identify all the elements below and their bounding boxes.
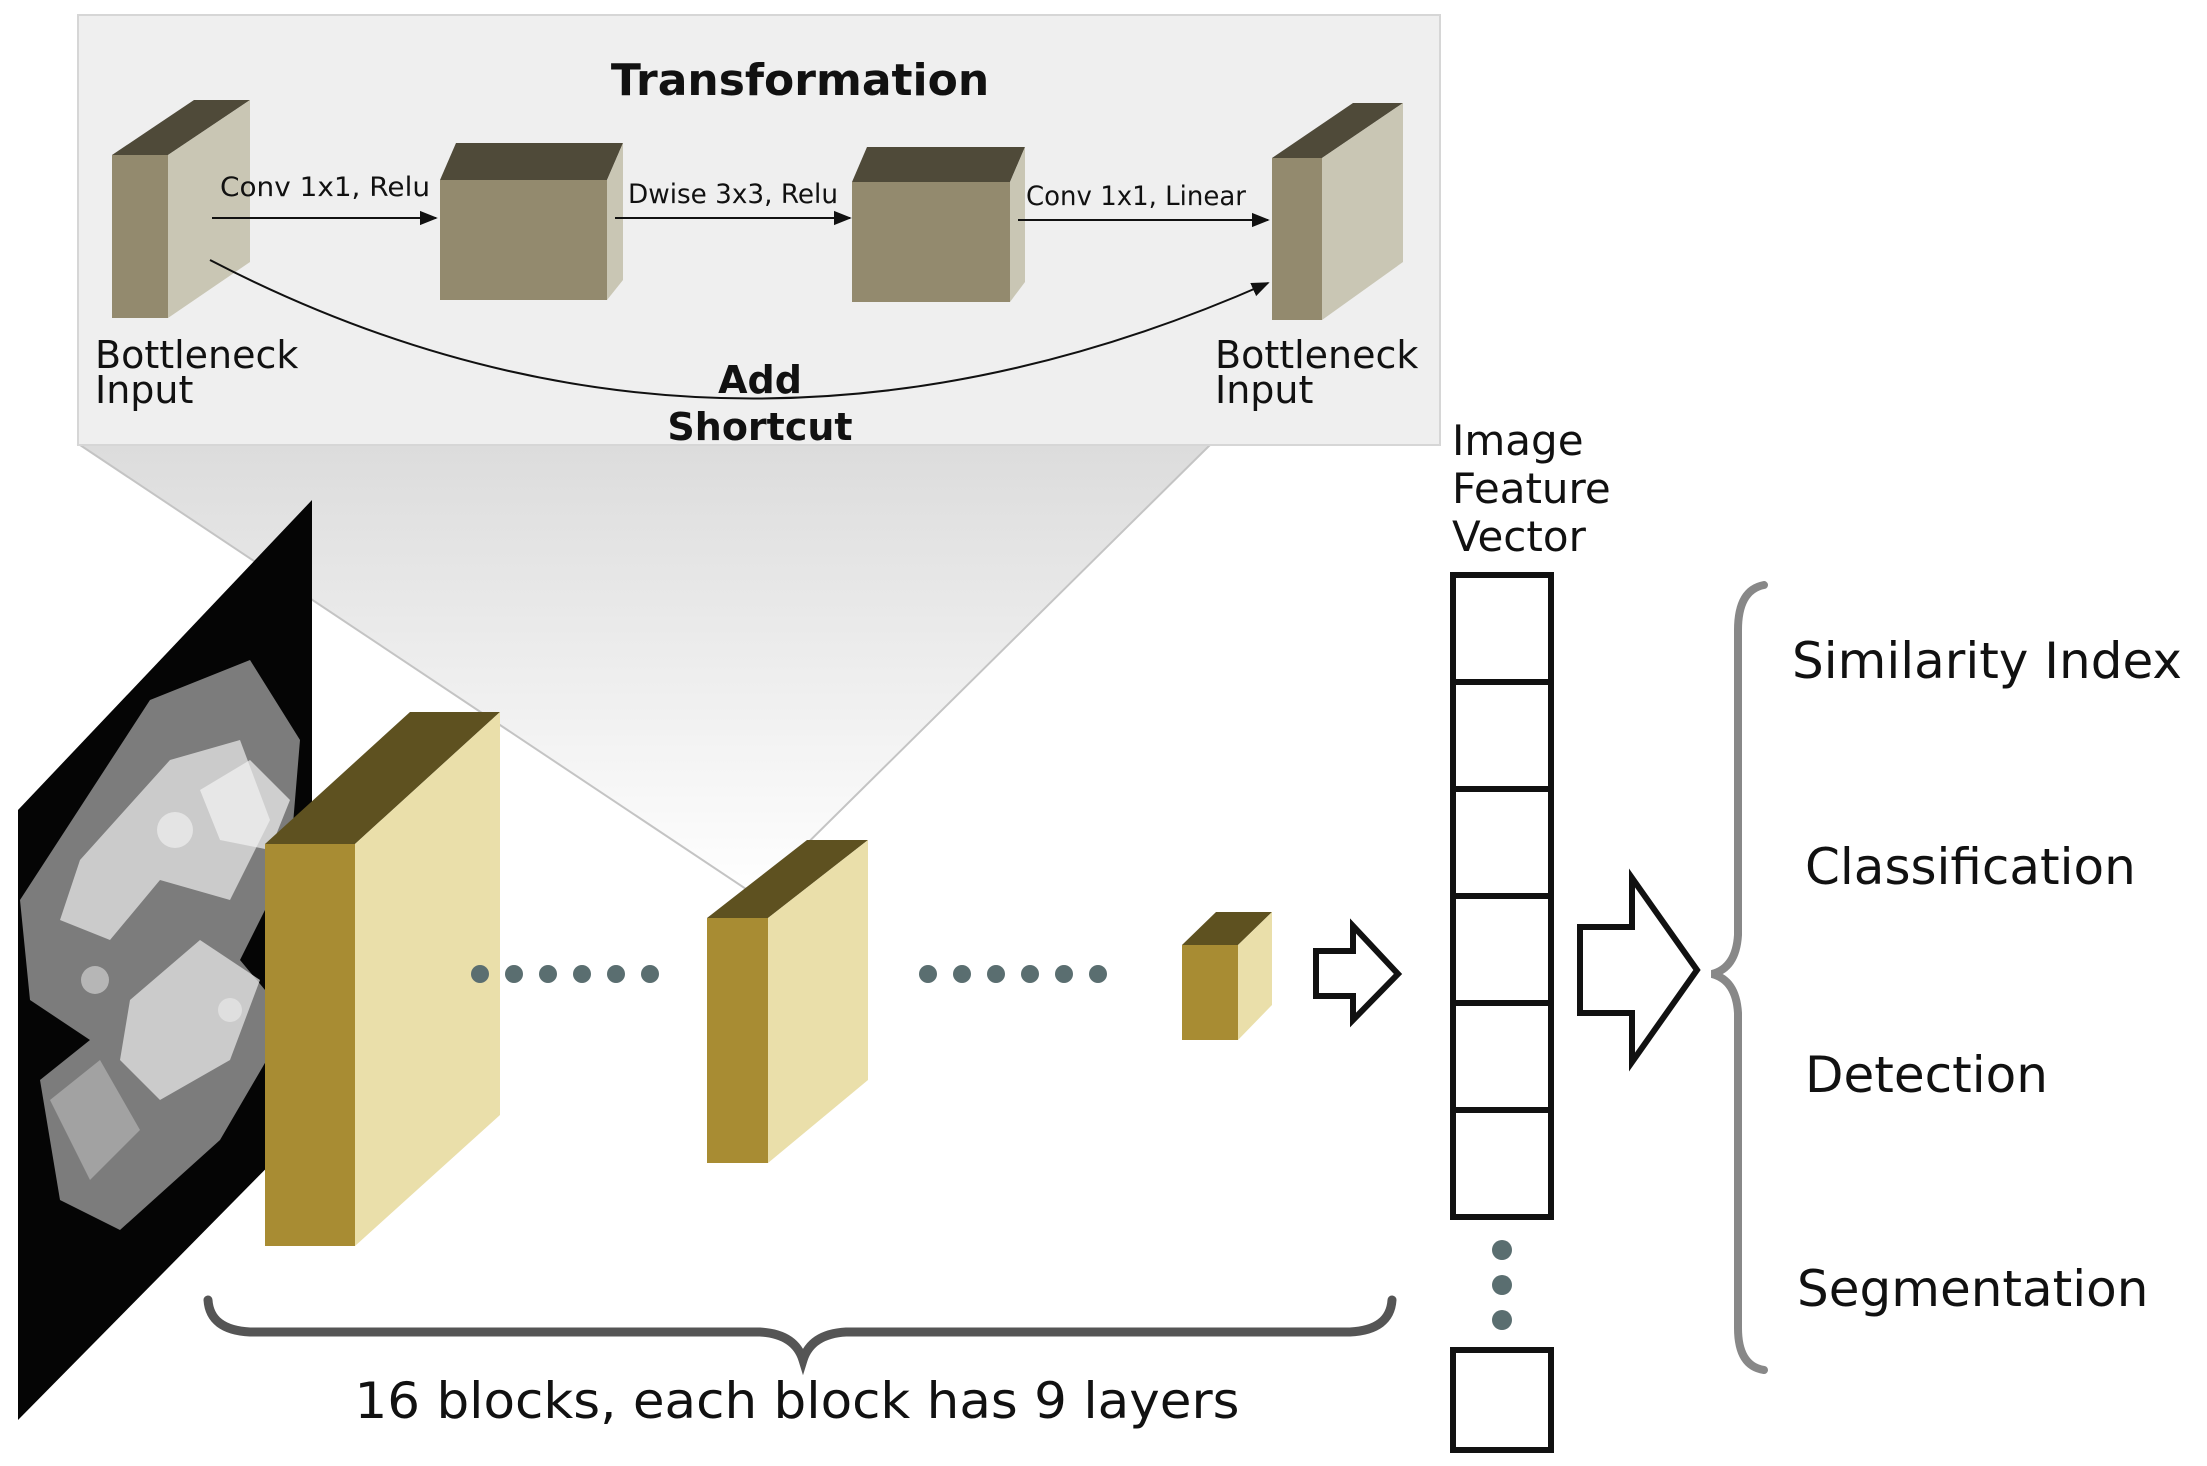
input-right-label-line1: Bottleneck (1215, 333, 1418, 377)
network-last-block (1182, 912, 1272, 1040)
task-segmentation: Segmentation (1797, 1260, 2148, 1318)
dwise-relu-output-block (852, 147, 1025, 302)
feature-vector-label-line3: Vector (1452, 512, 1587, 561)
shortcut-label-line1: Add (718, 358, 802, 402)
feature-vector (1450, 572, 1554, 1453)
tasks-brace (1710, 581, 1768, 1374)
bottleneck-input-right-block (1272, 103, 1403, 320)
blocks-brace (203, 1295, 1397, 1376)
input-left-label-line2: Input (95, 368, 193, 412)
conv-relu-output-block (440, 143, 623, 300)
transformation-title: Transformation (611, 55, 989, 106)
input-image (18, 500, 312, 1420)
bottleneck-input-left-block (112, 100, 250, 318)
feature-vector-cell (1450, 893, 1554, 1006)
feature-vector-cell (1450, 679, 1554, 792)
transformation-panel (77, 14, 1441, 446)
network-middle-block (707, 840, 868, 1163)
task-detection: Detection (1805, 1046, 2048, 1104)
shortcut-label-line2: Shortcut (667, 405, 852, 449)
step2-label: Dwise 3x3, Relu (628, 179, 838, 210)
input-right-label-line2: Input (1215, 368, 1313, 412)
feature-vector-label-line2: Feature (1452, 464, 1611, 513)
to-feature-vector-arrow (1313, 918, 1403, 1028)
feature-vector-cell (1450, 1347, 1554, 1453)
feature-vector-label-line1: Image (1452, 416, 1584, 465)
blocks-caption: 16 blocks, each block has 9 layers (355, 1372, 1240, 1430)
feature-vector-cell (1450, 786, 1554, 899)
to-tasks-arrow (1577, 868, 1701, 1072)
blocks-ellipsis-left (471, 965, 659, 983)
task-similarity-index: Similarity Index (1792, 632, 2182, 690)
shortcut-arrow (209, 259, 1270, 400)
step3-label: Conv 1x1, Linear (1026, 181, 1247, 212)
feature-vector-cell (1450, 572, 1554, 685)
feature-vector-cell (1450, 1107, 1554, 1220)
feature-vector-ellipsis (1492, 1240, 1512, 1330)
task-classification: Classification (1805, 838, 2136, 896)
input-left-label-line1: Bottleneck (95, 333, 298, 377)
feature-vector-cell (1450, 1000, 1554, 1113)
network-first-block (265, 712, 500, 1246)
step1-label: Conv 1x1, Relu (220, 172, 430, 203)
blocks-ellipsis-right (919, 965, 1107, 983)
